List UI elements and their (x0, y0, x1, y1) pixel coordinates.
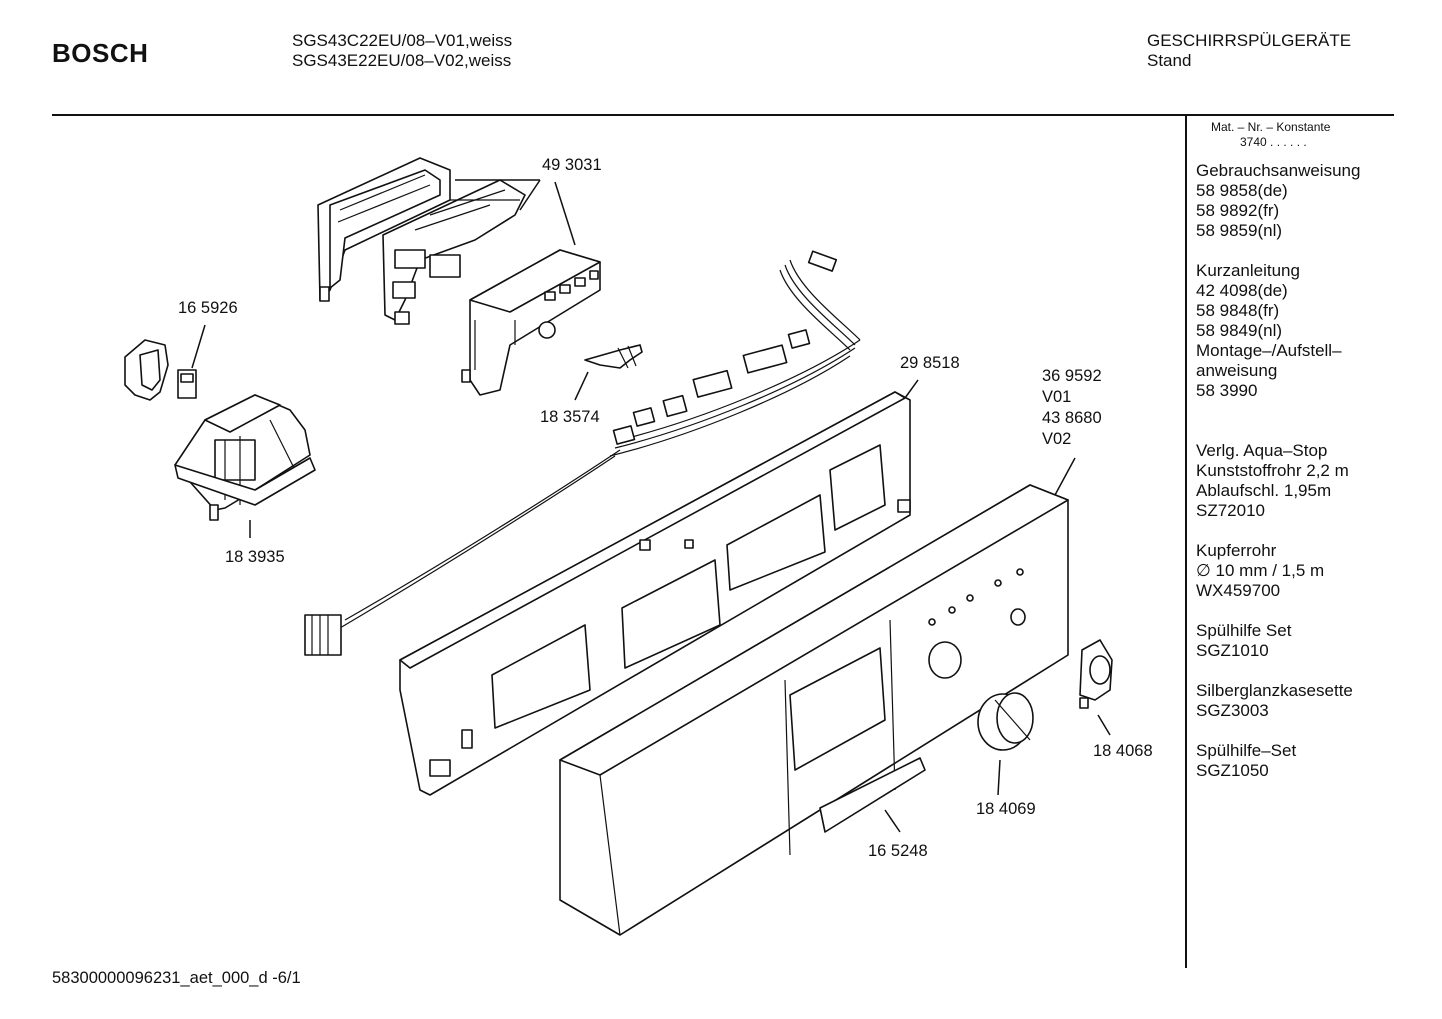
part-label-298518: 29 8518 (900, 354, 960, 372)
sidebar-line: SGZ3003 (1196, 701, 1269, 720)
category-subtitle: Stand (1147, 51, 1192, 70)
part-label-165248: 16 5248 (868, 842, 928, 860)
part-label-183935: 18 3935 (225, 548, 285, 566)
panel-frame-part (399, 391, 911, 796)
sidebar-line: Kurzanleitung (1196, 261, 1300, 280)
part-label-183574: 18 3574 (540, 408, 600, 426)
sidebar-line: WX459700 (1196, 581, 1281, 600)
part-label-493031: 49 3031 (542, 156, 602, 174)
sidebar-line: 58 9848(fr) (1196, 301, 1280, 320)
part-label-v01: V01 (1042, 388, 1072, 406)
pin-part (584, 344, 643, 369)
part-label-438680: 43 8680 (1042, 409, 1102, 427)
header-divider (52, 114, 1394, 116)
knob-part (977, 692, 1034, 751)
part-label-v02: V02 (1042, 430, 1072, 448)
control-housing-part (317, 157, 526, 325)
sidebar-line: ∅ 10 mm / 1,5 m (1196, 561, 1325, 580)
model-line-2: SGS43E22EU/08–V02,weiss (292, 51, 512, 70)
sidebar-line: 42 4098(de) (1196, 281, 1288, 300)
sidebar-line: 58 9859(nl) (1196, 221, 1283, 240)
sidebar-line: Spülhilfe Set (1196, 621, 1292, 640)
sidebar-divider (1185, 116, 1187, 968)
brand-logo: BOSCH (52, 38, 149, 68)
sidebar-line: SGZ1050 (1196, 761, 1269, 780)
part-label-184068: 18 4068 (1093, 742, 1153, 760)
sidebar-line: 58 9858(de) (1196, 181, 1288, 200)
sidebar-line: 58 3990 (1196, 381, 1258, 400)
sidebar-line: Ablaufschl. 1,95m (1196, 481, 1332, 500)
sidebar-line: Kunststoffrohr 2,2 m (1196, 461, 1349, 480)
sidebar-line: SZ72010 (1196, 501, 1265, 520)
housing-block-part (174, 394, 316, 521)
sidebar-line: Silberglanzkasesette (1196, 681, 1353, 700)
clip-part (1079, 639, 1113, 709)
bracket-part (124, 339, 197, 401)
footer-doc-id: 58300000096231_aet_000_d -6/1 (52, 969, 301, 987)
part-label-184069: 18 4069 (976, 800, 1036, 818)
sidebar-line: Gebrauchsanweisung (1196, 161, 1361, 180)
sidebar-line: Montage–/Aufstell– (1196, 341, 1342, 360)
part-label-165926: 16 5926 (178, 299, 238, 317)
fascia-panel-part (559, 484, 1069, 936)
mat-nr-value: 3740 . . . . . . (1240, 135, 1307, 149)
wiring-harness-part (304, 250, 861, 656)
category-title: GESCHIRRSPÜLGERÄTE (1147, 31, 1352, 50)
sidebar-line: SGZ1010 (1196, 641, 1269, 660)
strip-part (819, 757, 926, 833)
sidebar-line: 58 9849(nl) (1196, 321, 1283, 340)
sidebar-line: anweisung (1196, 361, 1278, 380)
sidebar-line: Kupferrohr (1196, 541, 1277, 560)
sidebar-line: Spülhilfe–Set (1196, 741, 1297, 760)
leader-lines (191, 179, 1111, 833)
sidebar-line: 58 9892(fr) (1196, 201, 1280, 220)
mat-nr-label: Mat. – Nr. – Konstante (1211, 120, 1331, 134)
model-line-1: SGS43C22EU/08–V01,weiss (292, 31, 513, 50)
sidebar-line: Verlg. Aqua–Stop (1196, 441, 1328, 460)
control-module-part (461, 249, 601, 396)
part-label-369592: 36 9592 (1042, 367, 1102, 385)
